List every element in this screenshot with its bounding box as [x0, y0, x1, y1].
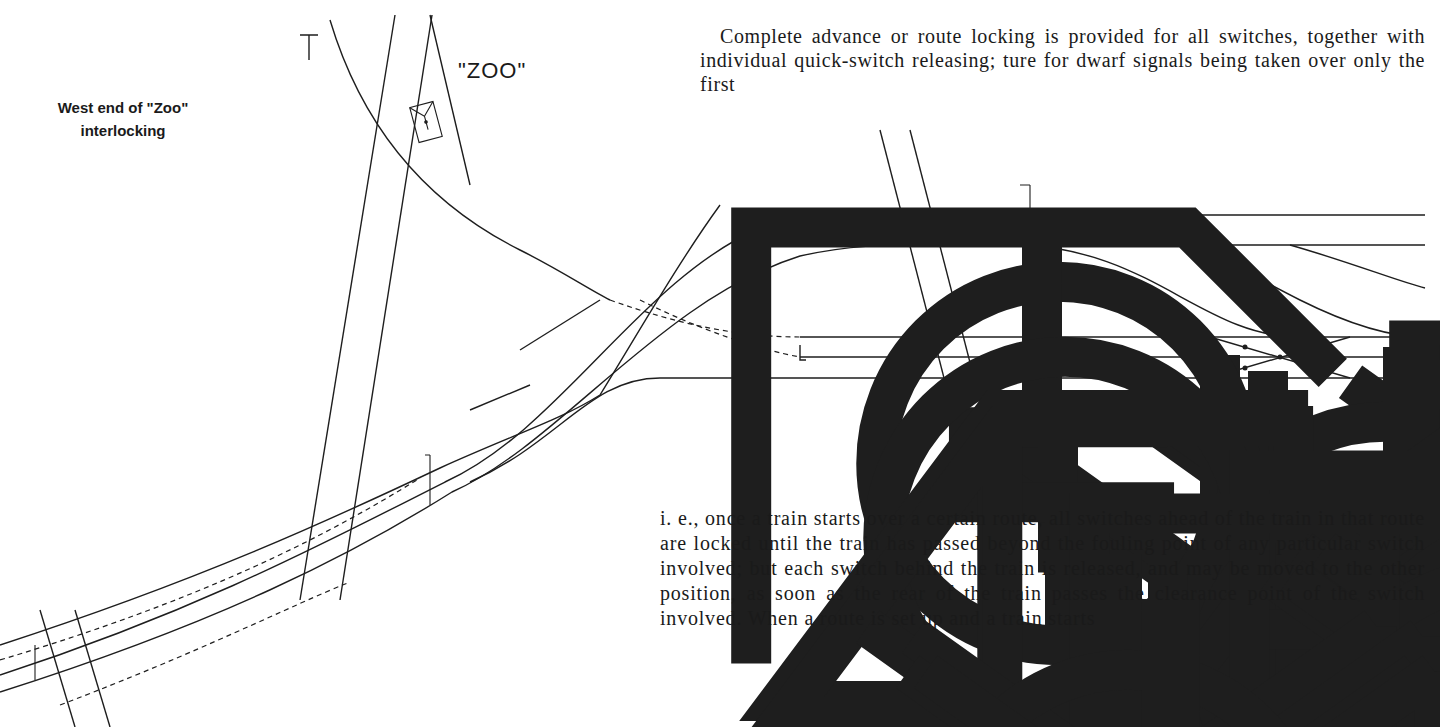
tower-name: "ZOO": [458, 58, 548, 84]
figure-title: West end of "Zoo" interlocking: [38, 96, 208, 142]
body-paragraph: Complete advance or route locking is pro…: [700, 24, 1425, 96]
body-paragraph: i. e., once a train starts over a certai…: [660, 506, 1425, 631]
